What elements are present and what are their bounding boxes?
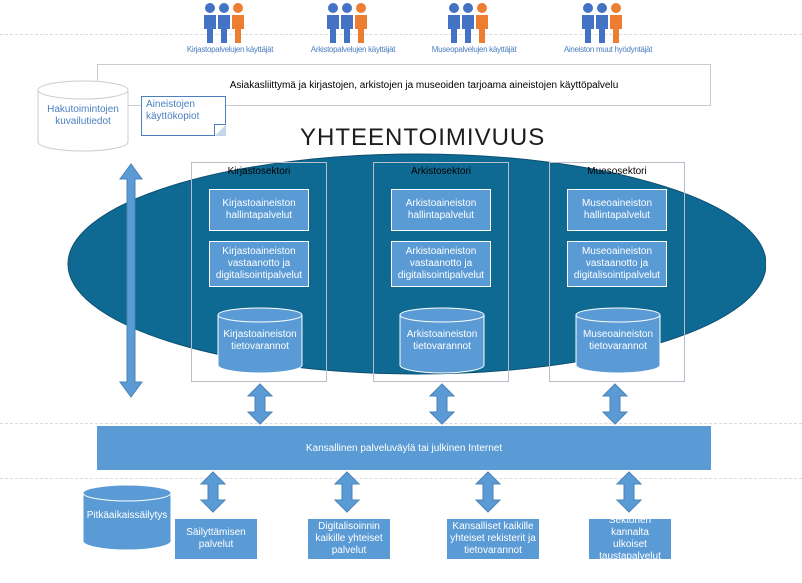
box-line: Museoaineiston (581, 246, 653, 257)
user-label: Kirjastopalvelujen käyttäjät (186, 45, 274, 54)
database-icon (217, 307, 303, 374)
box-line: vastaanotto ja (227, 258, 291, 269)
search-metadata-db: Hakutoimintojen kuvailutiedot (37, 80, 129, 152)
people-icon (204, 3, 244, 43)
box-line: tietovarannot (464, 545, 522, 556)
national-service-bus: Kansallinen palveluväylä tai julkinen In… (97, 426, 711, 470)
box-line: Arkistoaineiston (405, 198, 477, 209)
database-icon (37, 80, 129, 152)
user-group-other: Aineiston muut hyödyntäjät (553, 2, 663, 54)
box-line: hallintapalvelut (583, 210, 651, 221)
sector-title: Kirjastosektori (227, 166, 291, 177)
user-label: Museopalvelujen käyttäjät (431, 45, 517, 54)
data-repository-db: Museoaineiston tietovarannot (575, 307, 661, 375)
vertical-double-arrow (119, 163, 143, 398)
box-line: Kirjastoaineiston (222, 246, 296, 257)
user-group-archive: Arkistopalvelujen käyttäjät (298, 2, 408, 54)
bus-service-arrow (333, 471, 361, 513)
box-line: Arkistoaineiston (405, 246, 477, 257)
box-line: palvelut (331, 545, 367, 556)
box-line: hallintapalvelut (407, 210, 475, 221)
note-label-line: käyttökopiot (146, 111, 200, 122)
bus-service-arrow (615, 471, 643, 513)
box-line: Säilyttämisen (186, 527, 246, 538)
box-line: ulkoiset (613, 539, 647, 550)
box-line: hallintapalvelut (225, 210, 293, 221)
bus-service-arrow (474, 471, 502, 513)
box-line: yhteiset rekisterit ja (450, 533, 536, 544)
box-line: Kansalliset kaikille (452, 521, 534, 532)
box-line: Kirjastoaineiston (222, 198, 296, 209)
people-icon (327, 3, 367, 43)
sector-bus-arrow (428, 383, 456, 425)
grid-line (0, 423, 802, 424)
page-fold-icon (214, 124, 226, 136)
box-line: taustapalvelut (599, 551, 661, 562)
db-label-line: Arkistoaineiston (406, 329, 478, 340)
bus-label: Kansallinen palveluväylä tai julkinen In… (305, 442, 503, 454)
box-line: vastaanotto ja (585, 258, 649, 269)
db-label-line: tietovarannot (413, 341, 471, 352)
database-icon (575, 307, 661, 374)
database-icon (399, 307, 485, 374)
note-label-line: Aineistojen (146, 99, 195, 110)
db-label-line: Museoaineiston (582, 329, 654, 340)
bus-service-arrow (199, 471, 227, 513)
db-label: Pitkäaikaissäilytys (86, 510, 168, 521)
user-label: Aineiston muut hyödyntäjät (563, 45, 653, 54)
db-label-line: kuvailutiedot (55, 116, 111, 127)
box-line: kaikille yhteiset (315, 533, 383, 544)
long-term-preservation-db: Pitkäaikaissäilytys (82, 484, 172, 552)
data-repository-db: Arkistoaineiston tietovarannot (399, 307, 485, 375)
box-line: digitalisointipalvelut (215, 270, 303, 281)
db-label-line: tietovarannot (231, 341, 289, 352)
people-icon (448, 3, 488, 43)
grid-line (0, 478, 802, 479)
grid-line (0, 34, 802, 35)
database-icon (82, 484, 172, 551)
box-line: palvelut (198, 539, 234, 550)
box-line: Digitalisoinnin (318, 521, 380, 532)
user-label: Arkistopalvelujen käyttäjät (310, 45, 396, 54)
db-label-line: tietovarannot (589, 341, 647, 352)
ui-bar-label: Asiakasliittymä ja kirjastojen, arkistoj… (229, 79, 619, 91)
db-label-line: Hakutoimintojen (47, 104, 119, 115)
user-group-library: Kirjastopalvelujen käyttäjät (175, 2, 285, 54)
box-line: digitalisointipalvelut (397, 270, 485, 281)
sector-title: Arkistosektori (410, 166, 471, 177)
box-line: digitalisointipalvelut (573, 270, 661, 281)
box-line: Sektorien kannalta (608, 515, 652, 538)
box-line: vastaanotto ja (409, 258, 473, 269)
usage-copies-note: Aineistojen käyttökopiot (141, 96, 226, 136)
diagram-title: YHTEENTOIMIVUUS (300, 124, 546, 151)
sector-title: Muesosektori (587, 166, 647, 177)
box-line: Museoaineiston (581, 198, 653, 209)
sector-bus-arrow (601, 383, 629, 425)
sector-bus-arrow (246, 383, 274, 425)
user-group-museum: Museopalvelujen käyttäjät (419, 2, 529, 54)
data-repository-db: Kirjastoaineiston tietovarannot (217, 307, 303, 375)
people-icon (582, 3, 622, 43)
db-label-line: Kirjastoaineiston (223, 329, 297, 340)
